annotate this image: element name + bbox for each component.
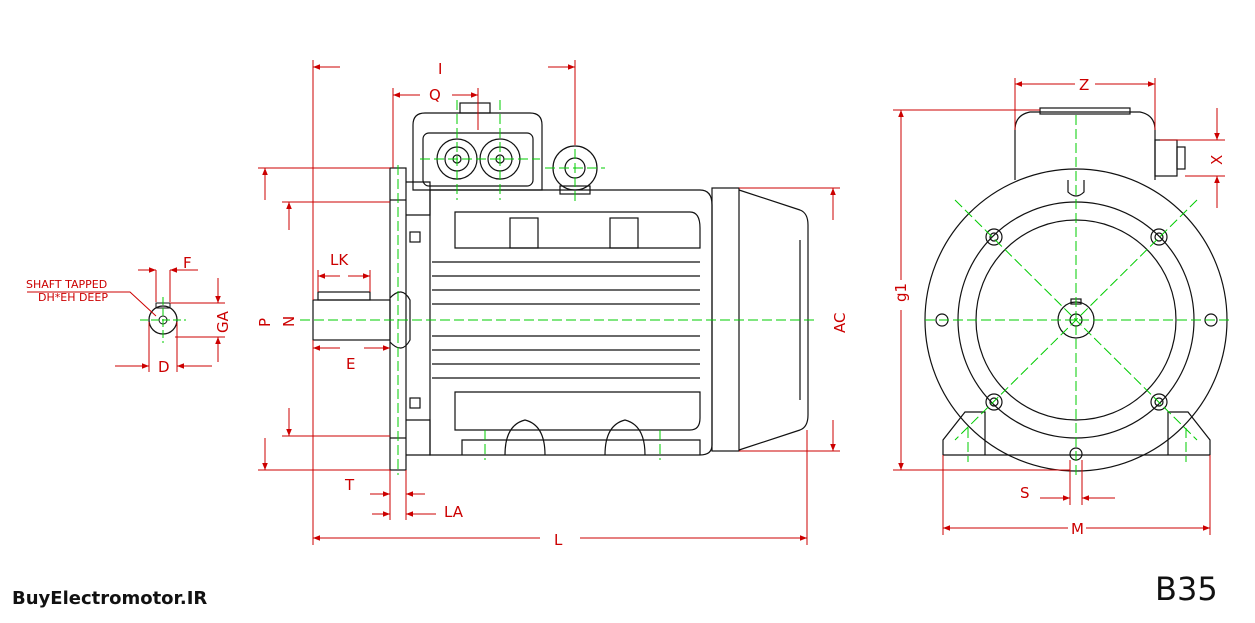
dim-label-e: E bbox=[346, 355, 355, 373]
dim-label-g1: g1 bbox=[892, 283, 910, 302]
dim-label-f: F bbox=[183, 254, 192, 272]
dim-label-t: T bbox=[344, 476, 355, 494]
dim-label-i: I bbox=[438, 60, 442, 78]
dim-label-p: P bbox=[256, 318, 274, 327]
dim-label-m: M bbox=[1071, 520, 1084, 538]
shaft-note-line1: SHAFT TAPPED bbox=[26, 278, 107, 291]
dim-label-l: L bbox=[554, 531, 563, 549]
mounting-type-label: B35 bbox=[1155, 570, 1218, 608]
side-view-centerlines bbox=[300, 100, 815, 475]
dim-label-q: Q bbox=[429, 86, 441, 104]
dim-label-d: D bbox=[158, 358, 170, 376]
dim-label-s: S bbox=[1020, 484, 1030, 502]
side-view-dimensions bbox=[258, 60, 840, 545]
motor-side-view bbox=[312, 102, 809, 471]
dim-label-lk: LK bbox=[330, 251, 349, 269]
dim-label-ga: GA bbox=[214, 310, 232, 333]
front-view-dimensions bbox=[893, 78, 1225, 535]
dim-label-x: X bbox=[1208, 155, 1226, 165]
brand-watermark: BuyElectromotor.IR bbox=[12, 588, 208, 609]
dim-label-n: N bbox=[280, 316, 298, 327]
front-view-centerlines bbox=[925, 115, 1230, 475]
shaft-end-detail bbox=[27, 267, 225, 372]
shaft-note-line2: DH*EH DEEP bbox=[38, 291, 108, 304]
dim-label-z: Z bbox=[1079, 76, 1089, 94]
dim-label-ac: AC bbox=[831, 313, 849, 333]
dim-label-la: LA bbox=[444, 503, 464, 521]
